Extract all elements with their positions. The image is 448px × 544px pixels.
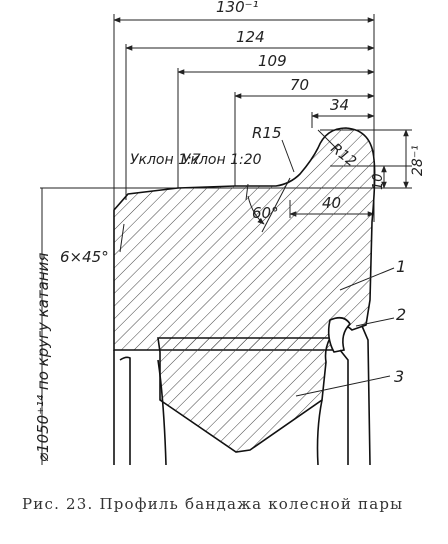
dim-label-130: 130⁻¹ [216, 0, 259, 16]
angle-label: 60° [252, 204, 279, 222]
tire-profile-drawing: 130⁻¹ 124 109 70 34 40 10 28⁻¹ R15 R12 6… [34, 0, 426, 466]
figure-caption: Рис. 23. Профиль бандажа колесной пары [22, 495, 404, 513]
dim-label-40: 40 [322, 194, 341, 212]
dim-label-109: 109 [258, 52, 287, 70]
retaining-ring [327, 316, 352, 353]
dim-label-34: 34 [330, 96, 349, 114]
slope-label-1-7: Уклон 1:7 [130, 152, 201, 168]
chamfer-label: 6×45° [60, 248, 109, 266]
part-number-2: 2 [396, 305, 406, 324]
rolling-circle-label: ⌀1050⁺¹⁴ по кругу катания [34, 253, 52, 462]
dim-label-70: 70 [290, 76, 309, 94]
dim-label-124: 124 [236, 28, 265, 46]
part-number-3: 3 [394, 367, 404, 386]
radius-label-r15: R15 [252, 124, 282, 142]
dim-label-28: 28⁻¹ [410, 145, 426, 176]
part-number-1: 1 [396, 257, 406, 276]
dim-label-10: 10 [371, 173, 386, 190]
wheel-center-outline [113, 325, 371, 466]
rim-section [157, 337, 332, 453]
slope-label-1-20: Уклон 1:20 [182, 152, 262, 168]
